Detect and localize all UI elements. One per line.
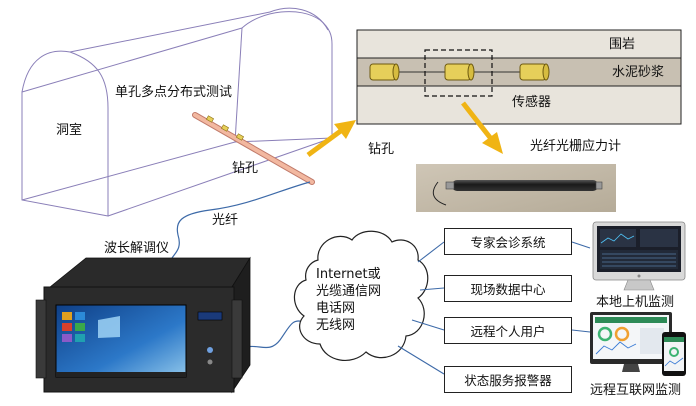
inset-sensor-1 xyxy=(369,63,400,81)
sensor-photo-label: 光纤光栅应力计 xyxy=(530,139,622,154)
network-types: Internet或 光缆通信网 电话网 无线网 xyxy=(316,266,381,334)
local-monitor xyxy=(592,221,686,291)
cavern-borehole xyxy=(192,112,315,185)
demodulator-label: 波长解调仪 xyxy=(104,241,170,256)
cavern-outline xyxy=(21,7,333,217)
fiber-label: 光纤 xyxy=(212,213,239,228)
cavern-label: 洞室 xyxy=(56,123,83,138)
service-box-data-center: 现场数据中心 xyxy=(444,275,572,302)
arrow-borehole-label: 钻孔 xyxy=(368,142,395,157)
arrow-to-sensor-photo xyxy=(461,101,503,154)
network-cloud xyxy=(293,230,429,361)
fiber-cable-network xyxy=(239,320,305,351)
test-method-label: 单孔多点分布式测试 xyxy=(115,85,233,100)
inset-sensor-2 xyxy=(444,63,475,81)
service-box-expert: 专家会诊系统 xyxy=(444,228,572,255)
grout-label: 水泥砂浆 xyxy=(612,65,665,80)
rock-label: 围岩 xyxy=(609,37,636,52)
network-line: 电话网 xyxy=(316,301,356,316)
fiber-cable xyxy=(171,181,311,259)
local-monitor-label: 本地上机监测 xyxy=(596,295,675,310)
service-box-remote-user: 远程个人用户 xyxy=(444,317,572,344)
demodulator-device xyxy=(35,256,251,394)
remote-monitor xyxy=(590,312,686,376)
inset-sensor-3 xyxy=(519,63,550,81)
network-line: 无线网 xyxy=(316,318,356,333)
remote-monitor-label: 远程互联网监测 xyxy=(590,383,682,398)
sensor-label: 传感器 xyxy=(512,95,552,110)
sensor-photo xyxy=(416,164,616,212)
monitor-connectors xyxy=(571,241,591,333)
arrow-to-inset xyxy=(306,120,356,158)
cloud-connectors xyxy=(397,241,445,375)
service-box-alarm: 状态服务报警器 xyxy=(444,366,572,393)
borehole-label: 钻孔 xyxy=(232,161,259,176)
network-line: Internet或 xyxy=(316,267,381,282)
network-line: 光缆通信网 xyxy=(316,284,382,299)
inset-section xyxy=(356,29,682,125)
